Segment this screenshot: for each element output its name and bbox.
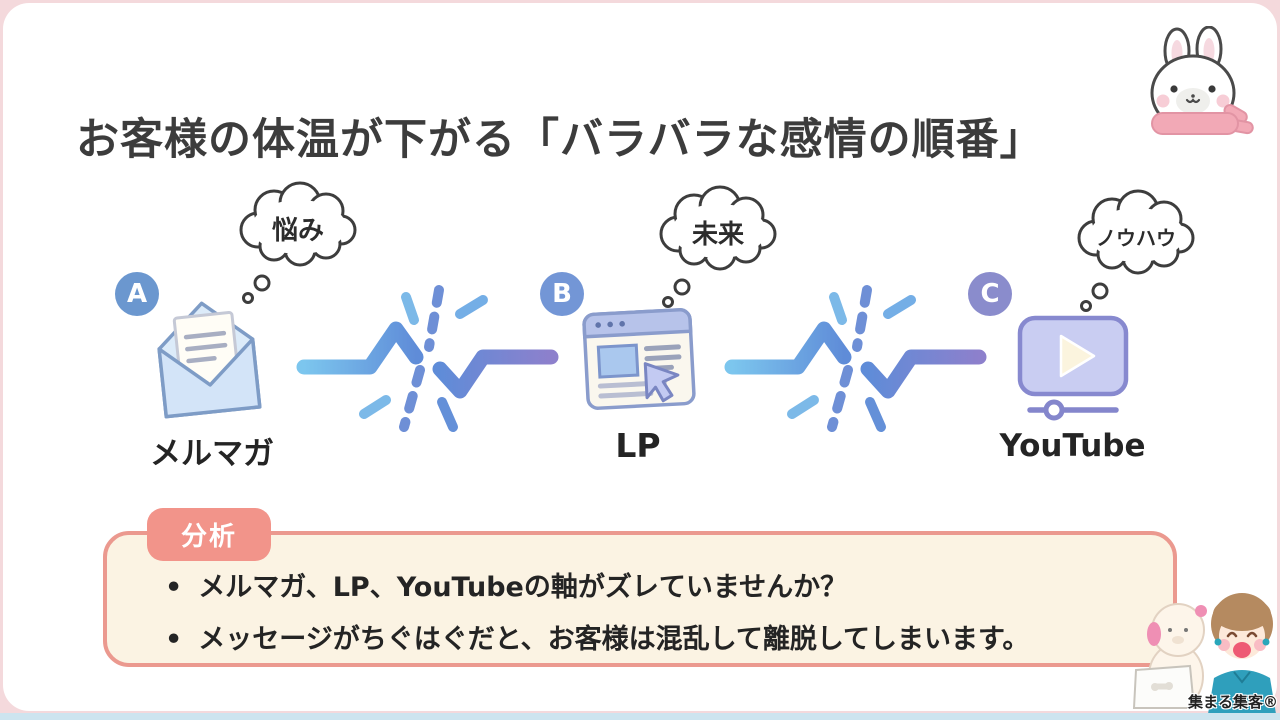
broken-pulse-icon xyxy=(724,285,987,432)
analysis-box: 分析 メルマガ、LP、YouTubeの軸がズレていませんか？ メッセージがちぐは… xyxy=(103,508,1177,667)
thought-bubble-b: 未来 xyxy=(648,182,788,317)
channel-b-badge: B xyxy=(540,272,584,316)
cloud-bubble-icon xyxy=(659,185,777,308)
mascot-dog-and-woman-illustration xyxy=(1132,593,1276,714)
rabbit-mascot-icon xyxy=(1150,26,1254,135)
brand-watermark: 集まる集客® xyxy=(1128,582,1280,714)
channel-a-label: メルマガ xyxy=(150,436,274,472)
thought-label-a: 悩み xyxy=(271,216,324,246)
channel-c-badge: C xyxy=(968,272,1012,316)
page-title: お客様の体温が下がる「バラバラな感情の順番」 xyxy=(76,114,1044,165)
thought-label-c: ノウハウ xyxy=(1096,226,1176,250)
video-player-icon xyxy=(1017,315,1129,421)
channel-a-badge: A xyxy=(115,272,159,316)
analysis-bullet-list: メルマガ、LP、YouTubeの軸がズレていませんか？ メッセージがちぐはぐだと… xyxy=(107,535,1173,656)
analysis-tag: 分析 xyxy=(147,508,272,561)
channel-b-label: LP xyxy=(615,426,661,465)
thought-bubble-a: 悩み xyxy=(228,178,368,313)
channel-c-label: YouTube xyxy=(999,428,1146,464)
browser-icon xyxy=(582,308,696,410)
mail-icon xyxy=(157,301,262,419)
broken-pulse-icon xyxy=(296,285,559,432)
thought-label-b: 未来 xyxy=(691,220,744,250)
analysis-bullet: メッセージがちぐはぐだと、お客様は混乱して離脱してしまいます。 xyxy=(165,617,1153,656)
bottom-edge-strip xyxy=(0,713,1280,720)
brand-name: 集まる集客® xyxy=(1187,693,1278,711)
thought-bubble-c: ノウハウ xyxy=(1066,186,1206,321)
cloud-bubble-icon xyxy=(1077,189,1195,312)
cloud-bubble-icon xyxy=(239,181,357,304)
analysis-bullet: メルマガ、LP、YouTubeの軸がズレていませんか？ xyxy=(165,565,1153,604)
